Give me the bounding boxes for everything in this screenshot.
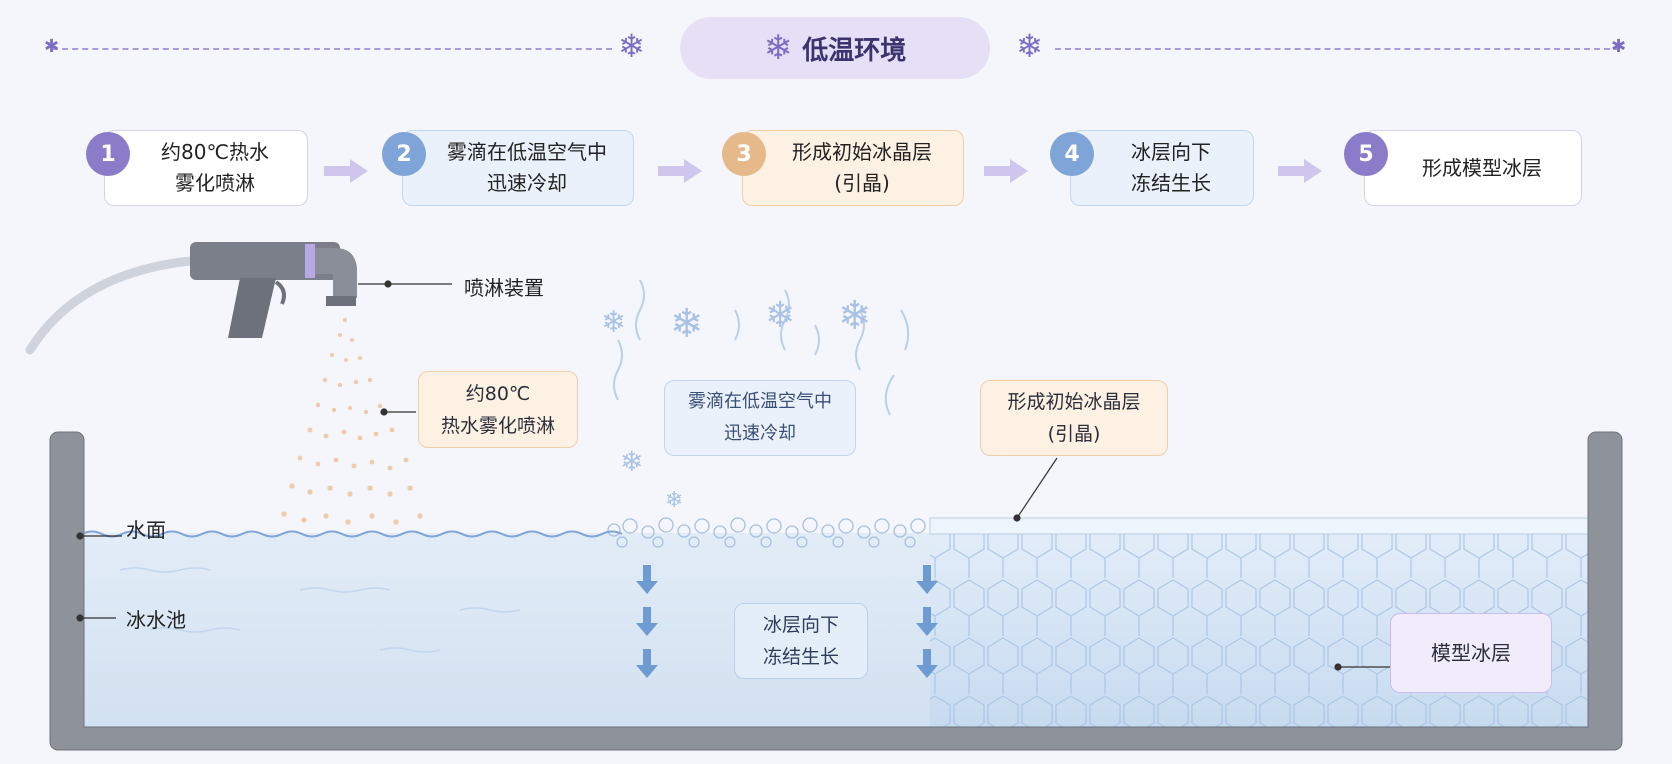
snowflake-right-icon: ❄	[1016, 27, 1043, 65]
water-ripples	[119, 567, 521, 653]
step-3-box: 形成初始冰晶层 (引晶)	[742, 130, 964, 206]
leader-lines	[76, 280, 1390, 671]
growth-callout-line2: 冻结生长	[762, 646, 839, 668]
growth-callout-line1: 冰层向下	[762, 614, 839, 636]
snowflake-scene-6-icon: ❄	[665, 488, 684, 513]
snowflake-scene-2-icon: ❄	[670, 301, 704, 347]
step-arrow-1-icon	[324, 159, 368, 183]
step-1-box: 约80℃热水雾化喷淋	[104, 130, 308, 206]
step-arrow-3-icon	[984, 159, 1028, 183]
step-2-box: 雾滴在低温空气中迅速冷却	[402, 130, 634, 206]
spray-gun	[190, 242, 357, 338]
downward-arrows-left	[636, 565, 658, 678]
step-4-box: 冰层向下冻结生长	[1070, 130, 1254, 206]
snowflake-left-icon: ❄	[618, 27, 645, 65]
spray-mist	[281, 318, 423, 525]
snowflake-scene-3-icon: ❄	[765, 295, 796, 336]
spray-callout: 约80℃ 热水雾化喷淋	[418, 371, 578, 448]
small-star-left-icon: ✱	[44, 36, 60, 57]
downward-arrows-right	[916, 565, 938, 678]
model-ice-callout: 模型冰层	[1390, 613, 1552, 693]
cooling-callout: 雾滴在低温空气中 迅速冷却	[664, 380, 856, 456]
step-4-line2: 冻结生长	[1131, 171, 1211, 195]
water-surface-label: 水面	[126, 518, 166, 542]
model-ice-label: 模型冰层	[1431, 641, 1511, 665]
step-arrow-2-icon	[658, 159, 702, 183]
water-surface-wave	[81, 530, 623, 538]
step-3-line2: (引晶)	[834, 171, 890, 195]
step-1-number: 1	[86, 132, 130, 176]
step-2-number: 2	[382, 132, 426, 176]
cooling-callout-line1: 雾滴在低温空气中	[688, 391, 832, 412]
ice-water-pool	[49, 431, 1623, 751]
step-5-box: 形成模型冰层	[1364, 130, 1582, 206]
seed-callout: 形成初始冰晶层 (引晶)	[980, 380, 1168, 456]
step-4-number: 4	[1050, 132, 1094, 176]
snowflake-scene-1-icon: ❄	[601, 305, 627, 340]
header-dash-right	[1055, 48, 1620, 50]
step-1-line2: 雾化喷淋	[174, 171, 255, 195]
step-2-line1: 雾滴在低温空气中	[447, 140, 607, 164]
hose	[25, 255, 205, 355]
step-2-line2: 迅速冷却	[487, 171, 567, 195]
pool-label: 冰水池	[126, 608, 186, 632]
page-title: 低温环境	[802, 35, 907, 66]
cold-air-wisps	[613, 279, 910, 416]
snowflake-scene-4-icon: ❄	[838, 293, 872, 339]
small-star-right-icon: ✱	[1611, 36, 1627, 57]
step-3-line1: 形成初始冰晶层	[792, 140, 932, 164]
step-4-line1: 冰层向下	[1131, 140, 1211, 164]
growth-callout: 冰层向下 冻结生长	[734, 603, 868, 679]
header-dash-left	[52, 48, 612, 50]
seed-crystal-cluster	[607, 517, 926, 548]
step-arrow-4-icon	[1278, 159, 1322, 183]
snowflake-icon: ❄	[763, 28, 793, 68]
seed-callout-line2: (引晶)	[1047, 423, 1101, 445]
title-pill: ❄ 低温环境	[680, 17, 990, 79]
seed-ice-crust	[929, 517, 1591, 535]
cooling-callout-line2: 迅速冷却	[724, 423, 796, 444]
seed-callout-line1: 形成初始冰晶层	[1007, 391, 1141, 413]
step-5-number: 5	[1344, 132, 1388, 176]
step-3-number: 3	[722, 132, 766, 176]
spray-callout-line1: 约80℃	[465, 382, 531, 405]
spray-callout-line2: 热水雾化喷淋	[440, 414, 555, 437]
step-1-line1: 约80℃热水	[161, 140, 269, 164]
step-5-line1: 形成模型冰层	[1422, 155, 1542, 180]
snowflake-scene-5-icon: ❄	[620, 445, 644, 478]
spray-device-label: 喷淋装置	[464, 276, 544, 300]
